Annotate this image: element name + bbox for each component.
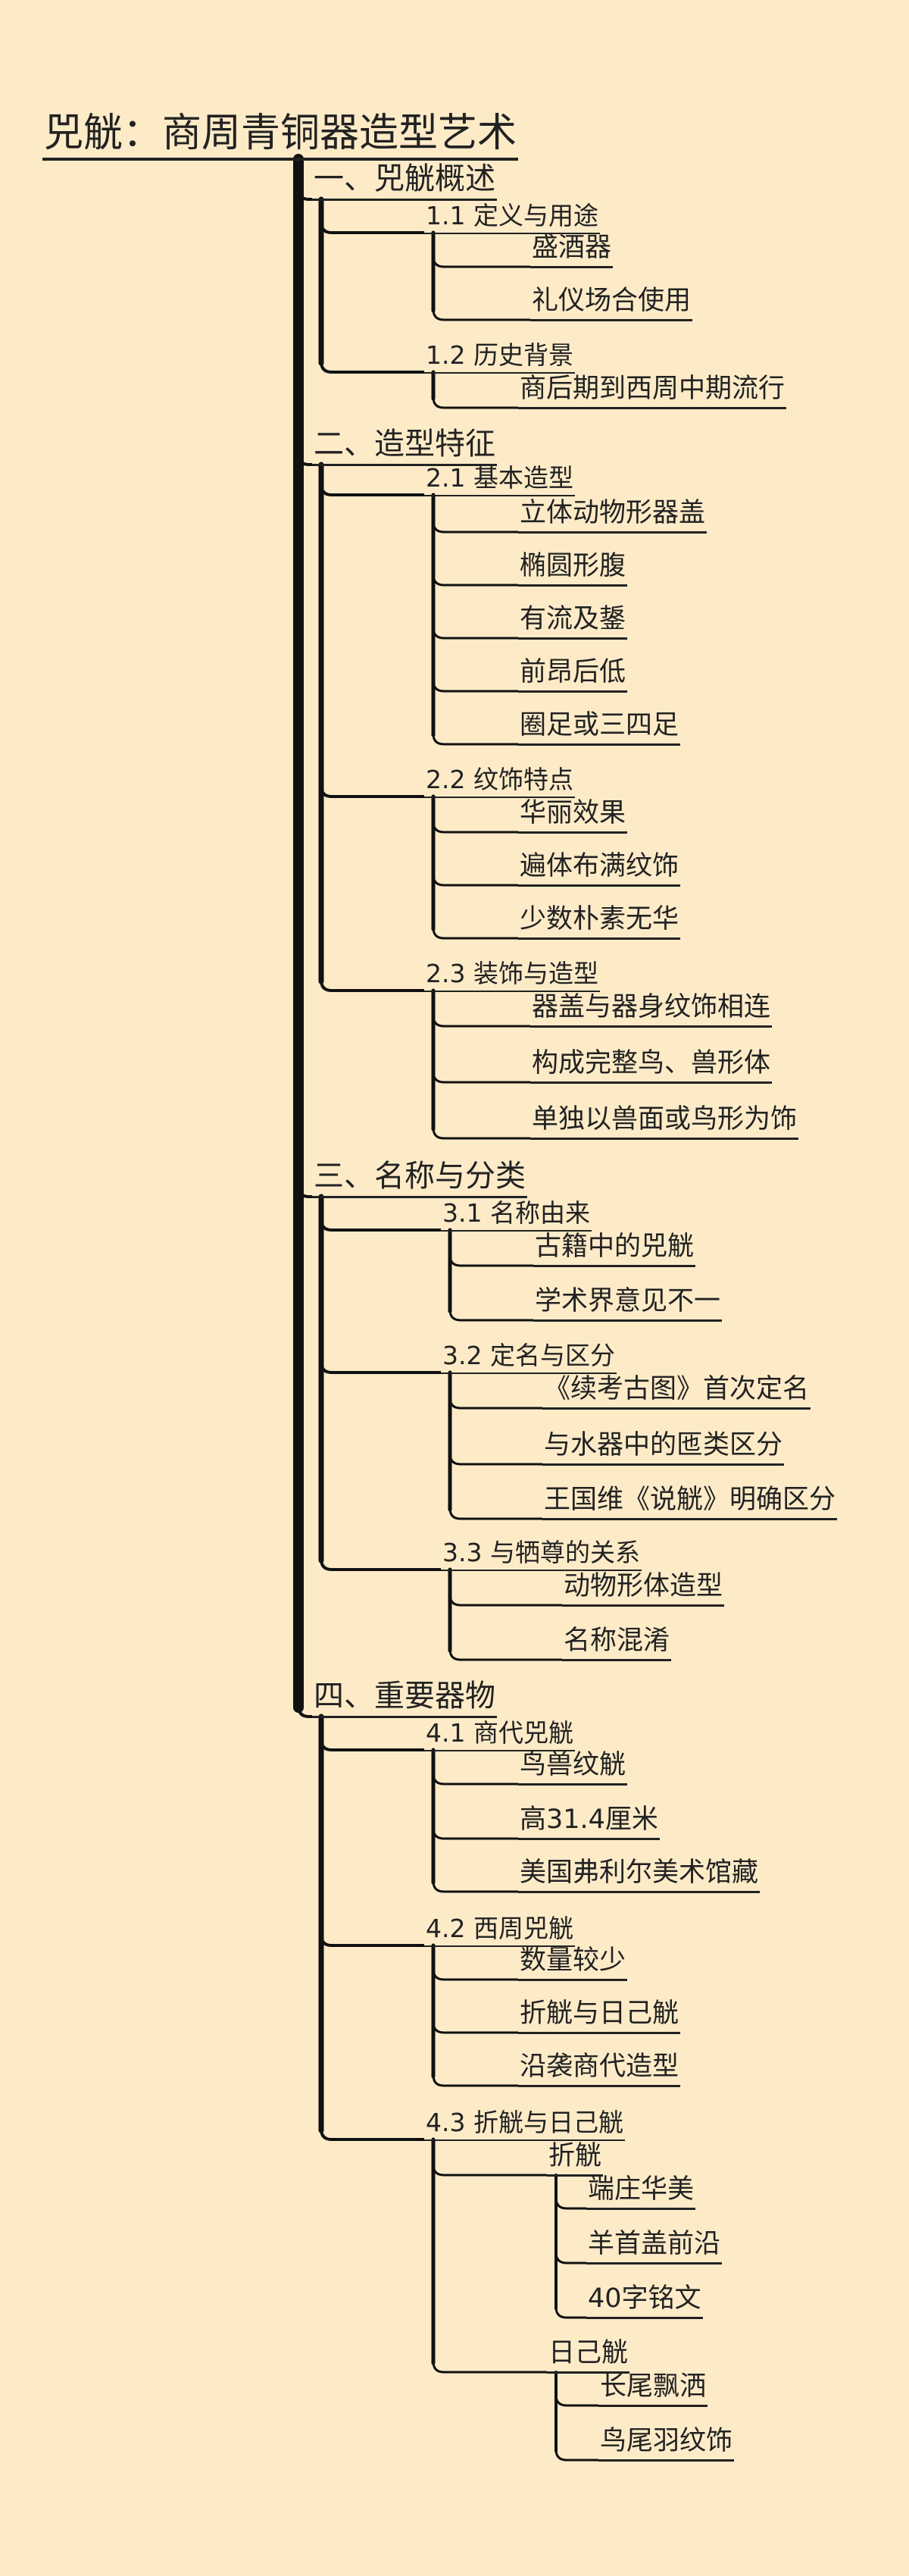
leaf-4-3-1-3[interactable]: 40字铭文 [586,2286,703,2319]
item-2-1-4[interactable]: 前昂后低 [518,659,628,693]
item-4-3-1[interactable]: 折觥 [547,2143,604,2177]
branch-connector [320,1219,441,1232]
item-3-3-1[interactable]: 动物形体造型 [562,1573,725,1607]
branch-connector [448,1254,533,1267]
branch-connector [448,1453,542,1466]
branch-connector [554,2197,586,2210]
item-4-2-3[interactable]: 沿袭商代造型 [518,2054,681,2087]
branch-connector [554,2394,598,2407]
sub-4-2[interactable]: 4.2 西周兕觥 [424,1916,575,1947]
item-3-3-2[interactable]: 名称混淆 [562,1628,672,1661]
item-2-1-1[interactable]: 立体动物形器盖 [518,500,708,534]
item-3-1-2[interactable]: 学术界意见不一 [533,1288,723,1322]
branch-connector [432,1773,518,1786]
branch-connector [432,680,518,693]
branch-connector [320,1739,424,1751]
branch-connector [432,927,518,940]
item-2-1-5[interactable]: 圈足或三四足 [518,712,681,746]
branch-connector [320,979,424,992]
sub-4-1[interactable]: 4.1 商代兕觥 [424,1720,575,1751]
leaf-4-3-2-1[interactable]: 长尾飘洒 [598,2374,708,2407]
sub-2-3[interactable]: 2.3 装饰与造型 [424,961,600,992]
leaf-4-3-2-2[interactable]: 鸟尾羽纹饰 [598,2428,735,2462]
branch-connector [448,1309,533,1322]
item-1-1-2[interactable]: 礼仪场合使用 [530,288,693,321]
section-1[interactable]: 一、兕觥概述 [312,164,497,201]
branch-connector [448,1594,562,1607]
branch-connector [320,1934,424,1947]
item-4-1-2[interactable]: 高31.4厘米 [518,1807,660,1840]
item-2-1-2[interactable]: 椭圆形腹 [518,553,628,587]
branch-connector [554,2306,586,2319]
item-3-2-2[interactable]: 与水器中的匜类区分 [542,1432,785,1466]
branch-connector [448,1397,542,1410]
branch-connector [320,221,424,234]
item-1-1-1[interactable]: 盛酒器 [530,235,614,268]
item-1-2-1[interactable]: 商后期到西周中期流行 [518,376,787,409]
leaf-4-3-1-1[interactable]: 端庄华美 [586,2177,696,2210]
sub-3-3[interactable]: 3.3 与牺尊的关系 [441,1540,642,1571]
item-4-2-2[interactable]: 折觥与日己觥 [518,2001,681,2034]
item-3-1-1[interactable]: 古籍中的兕觥 [533,1234,696,1267]
sub-4-3[interactable]: 4.3 折觥与日己觥 [424,2110,625,2141]
branch-connector [320,1558,441,1571]
branch-connector [448,1507,542,1520]
branch-connector [320,484,424,496]
item-2-3-1[interactable]: 器盖与器身纹饰相连 [530,994,773,1028]
branch-connector [432,1015,530,1028]
branch-connector [432,255,530,268]
branch-connector [448,1648,562,1661]
item-2-2-2[interactable]: 遍体布满纹饰 [518,853,681,887]
branch-connector [432,2164,547,2177]
sub-2-1[interactable]: 2.1 基本造型 [424,465,575,496]
branch-connector [320,785,424,798]
item-3-2-3[interactable]: 王国维《说觥》明确区分 [542,1487,838,1520]
sub-1-1[interactable]: 1.1 定义与用途 [424,203,600,234]
item-2-1-3[interactable]: 有流及鋬 [518,606,628,640]
branch-connector [432,627,518,640]
section-2[interactable]: 二、造型特征 [312,429,497,466]
branch-connector [432,521,518,534]
item-3-2-1[interactable]: 《续考古图》首次定名 [542,1376,811,1410]
branch-connector [432,1827,518,1840]
branch-connector [432,1968,518,1981]
branch-connector [554,2252,586,2265]
item-2-2-1[interactable]: 华丽效果 [518,800,628,834]
sub-3-1[interactable]: 3.1 名称由来 [441,1200,592,1232]
item-4-2-1[interactable]: 数量较少 [518,1948,628,1981]
branch-connector [320,1361,441,1374]
item-4-1-3[interactable]: 美国弗利尔美术馆藏 [518,1860,761,1893]
branch-connector [432,821,518,834]
branch-connector [432,2074,518,2087]
item-2-3-2[interactable]: 构成完整鸟、兽形体 [530,1050,773,1084]
root-title[interactable]: 兕觥：商周青铜器造型艺术 [42,114,519,161]
branch-connector [432,396,518,409]
branch-connector [320,361,424,374]
sub-1-2[interactable]: 1.2 历史背景 [424,343,575,374]
item-4-3-2[interactable]: 日己觥 [547,2340,630,2374]
item-2-2-3[interactable]: 少数朴素无华 [518,906,681,940]
branch-connector [432,874,518,887]
leaf-4-3-1-2[interactable]: 羊首盖前沿 [586,2231,723,2265]
branch-connector [432,574,518,587]
sub-3-2[interactable]: 3.2 定名与区分 [441,1343,617,1374]
item-2-3-3[interactable]: 单独以兽面或鸟形为饰 [530,1106,799,1140]
branch-connector [554,2449,598,2462]
item-4-1-1[interactable]: 鸟兽纹觥 [518,1752,628,1786]
branch-connector [432,308,530,321]
branch-connector [432,1880,518,1893]
section-3[interactable]: 三、名称与分类 [312,1161,527,1198]
branch-connector [432,1071,530,1084]
branch-connector [432,733,518,746]
branch-connector [432,2361,547,2374]
branch-connector [432,1127,530,1140]
branch-connector [320,2128,424,2141]
branch-connector [432,2021,518,2034]
sub-2-2[interactable]: 2.2 纹饰特点 [424,767,575,798]
section-4[interactable]: 四、重要器物 [312,1681,497,1718]
